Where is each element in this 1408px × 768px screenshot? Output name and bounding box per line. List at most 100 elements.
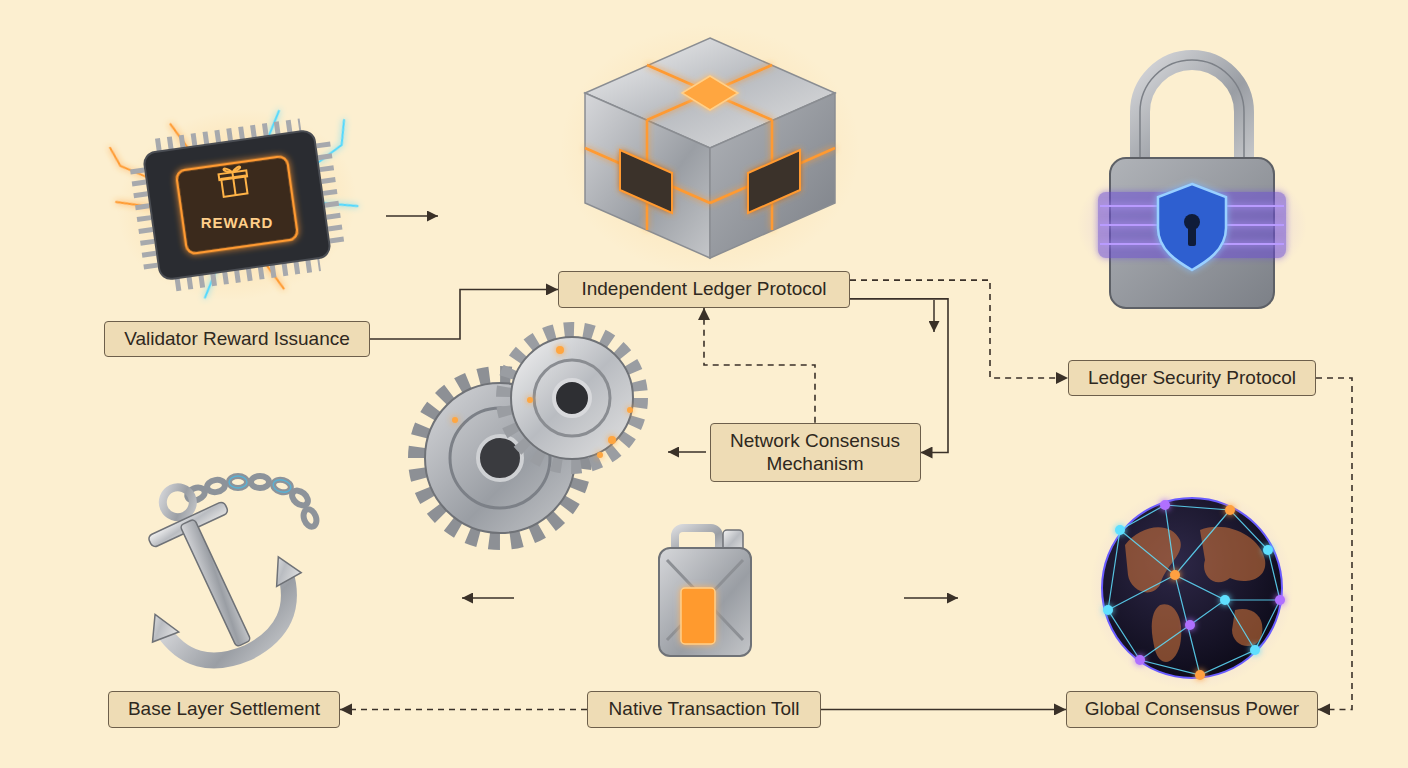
- globe-icon: [1232, 609, 1262, 646]
- anchor-icon: [251, 476, 269, 488]
- fuel-can: [659, 548, 751, 656]
- gears: [556, 346, 564, 354]
- gears: [534, 360, 610, 436]
- ledger-cube: [647, 65, 772, 120]
- gears: [627, 407, 633, 413]
- anchor-icon: [180, 519, 251, 647]
- globe-icon: [1195, 670, 1205, 680]
- gears: [554, 380, 590, 416]
- padlock: [1158, 184, 1226, 270]
- anchor-icon: [206, 479, 226, 494]
- globe-icon: [1165, 505, 1255, 650]
- globe-icon: [1200, 527, 1265, 582]
- flow-arrow: [821, 709, 1066, 711]
- flow-arrow: [1316, 378, 1352, 710]
- globe-icon: [1103, 500, 1285, 680]
- direction-arrow: [462, 597, 514, 599]
- gears: [504, 330, 640, 466]
- padlock: [1077, 60, 1307, 308]
- gears: [608, 436, 616, 444]
- ledger-cube: [585, 93, 710, 258]
- label-box: Native Transaction Toll: [587, 691, 821, 728]
- globe-icon: [1103, 605, 1113, 615]
- globe-icon: [1170, 570, 1180, 580]
- reward-chip: [223, 166, 240, 173]
- globe-icon: [1090, 486, 1294, 690]
- fuel-can: [659, 528, 751, 656]
- flow-arrow: [340, 709, 587, 711]
- gears: [417, 330, 640, 541]
- globe-icon: [1135, 655, 1145, 665]
- label-box: Global Consensus Power: [1066, 691, 1318, 728]
- ledger-cube: [647, 65, 772, 120]
- label-text: Independent Ledger Protocol: [581, 278, 826, 301]
- ledger-cube: [748, 150, 800, 213]
- reward-chip: [176, 156, 299, 255]
- anchor-icon: [97, 454, 322, 687]
- gears: [527, 397, 533, 403]
- ledger-cube: [620, 150, 672, 213]
- anchor-icon: [229, 476, 247, 488]
- globe-icon: [1102, 498, 1282, 678]
- globe-icon: [1108, 505, 1280, 675]
- label-box: Base Layer Settlement: [108, 691, 340, 728]
- label-text: Validator Reward Issuance: [124, 328, 350, 351]
- ledger-cube: [585, 65, 835, 230]
- gears: [452, 346, 633, 458]
- gears: [452, 417, 458, 423]
- globe-icon: [1152, 604, 1182, 662]
- label-box: Ledger Security Protocol: [1068, 360, 1316, 397]
- anchor-icon: [301, 507, 318, 528]
- anchor-icon: [272, 478, 292, 494]
- globe-icon: [1115, 525, 1125, 535]
- globe-icon: [1250, 645, 1260, 655]
- globe-icon: [1140, 600, 1280, 660]
- padlock: [1188, 226, 1196, 246]
- reward-chip: [218, 166, 250, 197]
- label-text: Base Layer Settlement: [128, 698, 320, 721]
- flow-arrow: [704, 308, 815, 423]
- gears: [597, 452, 603, 458]
- gears: [478, 436, 522, 480]
- flow-arrow: [850, 280, 1068, 378]
- reward-chip: [232, 172, 235, 195]
- ledger-cube: [710, 93, 835, 258]
- anchor-icon: [289, 488, 311, 509]
- anchor-icon: [162, 571, 310, 681]
- anchor-icon: [229, 476, 292, 494]
- label-box: Independent Ledger Protocol: [558, 271, 850, 308]
- label-box: Validator Reward Issuance: [104, 321, 370, 358]
- label-box: Network Consensus Mechanism: [710, 423, 921, 483]
- flow-arrow: [850, 299, 948, 453]
- reward-chip: [143, 130, 331, 281]
- globe-icon: [1185, 620, 1195, 630]
- globe-icon: [1108, 510, 1230, 610]
- direction-arrow: [933, 300, 935, 332]
- ledger-cube: [682, 76, 738, 110]
- flow-arrow: [668, 451, 706, 453]
- direction-arrow: [904, 597, 958, 599]
- globe-icon: [1263, 545, 1273, 555]
- padlock: [1140, 60, 1244, 165]
- globe-icon: [1220, 595, 1230, 605]
- globe-icon: [1160, 500, 1170, 510]
- anchor-icon: [272, 478, 292, 494]
- globe-icon: [1108, 505, 1280, 675]
- label-text: Network Consensus Mechanism: [725, 430, 906, 476]
- globe-icon: [1120, 530, 1200, 675]
- label-text: Ledger Security Protocol: [1088, 367, 1296, 390]
- reward-chip: [105, 94, 369, 316]
- ledger-cube: [560, 25, 860, 275]
- fuel-can: [681, 588, 715, 644]
- anchor-icon: [142, 608, 178, 643]
- globe-icon: [1275, 595, 1285, 605]
- reward-chip: [110, 143, 148, 182]
- reward-chip: [105, 94, 369, 316]
- anchor-icon: [97, 454, 322, 687]
- padlock: [1140, 60, 1244, 165]
- anchor-icon: [266, 551, 302, 586]
